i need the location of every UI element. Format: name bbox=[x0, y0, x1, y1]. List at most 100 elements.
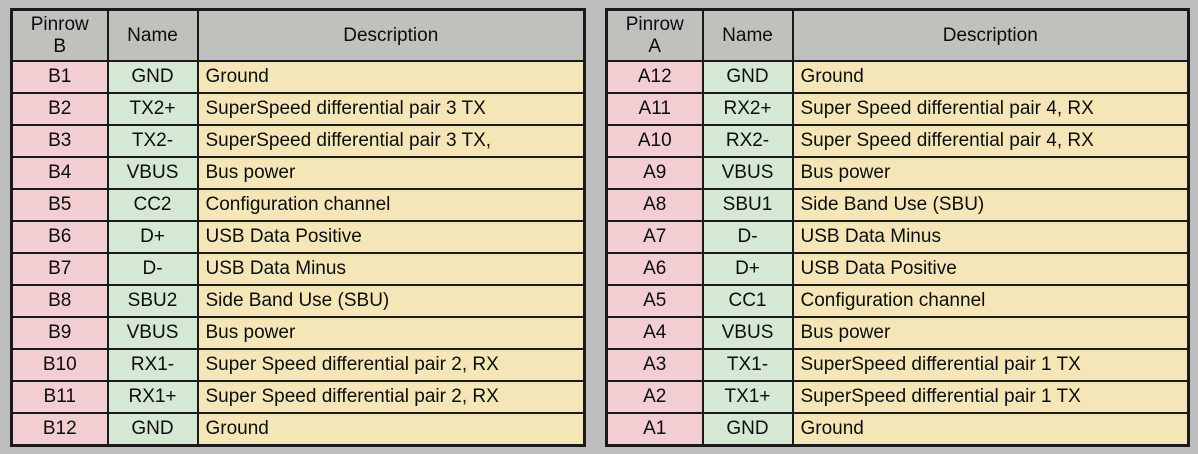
cell-description: Ground bbox=[791, 60, 1190, 94]
cell-description: USB Data Positive bbox=[791, 252, 1190, 286]
cell-pin: B3 bbox=[10, 124, 109, 158]
cell-description: Bus power bbox=[791, 156, 1190, 190]
cell-pin: B10 bbox=[10, 348, 109, 382]
cell-pin: B9 bbox=[10, 316, 109, 350]
cell-pin: A12 bbox=[605, 60, 704, 94]
cell-pin: A9 bbox=[605, 156, 704, 190]
column-header-name: Name bbox=[701, 8, 794, 62]
cell-name: CC1 bbox=[701, 284, 794, 318]
cell-pin: A6 bbox=[605, 252, 704, 286]
column-header-description: Description bbox=[196, 8, 586, 62]
cell-pin: B8 bbox=[10, 284, 109, 318]
cell-name: GND bbox=[106, 60, 199, 94]
pinrow-b-table-head: Pinrow B Name Description bbox=[10, 8, 586, 62]
cell-name: D- bbox=[106, 252, 199, 286]
cell-description: Bus power bbox=[196, 316, 586, 350]
cell-description: Configuration channel bbox=[196, 188, 586, 222]
cell-pin: A10 bbox=[605, 124, 704, 158]
cell-pin: A7 bbox=[605, 220, 704, 254]
cell-pin: A2 bbox=[605, 380, 704, 414]
cell-pin: B12 bbox=[10, 412, 109, 446]
cell-pin: A1 bbox=[605, 412, 704, 446]
cell-description: USB Data Minus bbox=[791, 220, 1190, 254]
cell-description: Super Speed differential pair 2, RX bbox=[196, 348, 586, 382]
table-header-row: Pinrow A Name Description bbox=[605, 8, 1190, 62]
cell-description: Super Speed differential pair 4, RX bbox=[791, 124, 1190, 158]
column-header-description: Description bbox=[791, 8, 1190, 62]
cell-name: D+ bbox=[701, 252, 794, 286]
cell-description: Super Speed differential pair 4, RX bbox=[791, 92, 1190, 126]
cell-pin: B1 bbox=[10, 60, 109, 94]
cell-name: VBUS bbox=[106, 156, 199, 190]
cell-pin: A3 bbox=[605, 348, 704, 382]
cell-description: Bus power bbox=[791, 316, 1190, 350]
cell-description: Side Band Use (SBU) bbox=[791, 188, 1190, 222]
cell-name: VBUS bbox=[701, 156, 794, 190]
cell-name: TX2+ bbox=[106, 92, 199, 126]
cell-pin: B5 bbox=[10, 188, 109, 222]
column-header-pinrow: Pinrow B bbox=[10, 8, 109, 62]
cell-pin: B11 bbox=[10, 380, 109, 414]
cell-pin: B4 bbox=[10, 156, 109, 190]
cell-name: GND bbox=[701, 412, 794, 446]
cell-pin: A11 bbox=[605, 92, 704, 126]
cell-pin: B7 bbox=[10, 252, 109, 286]
cell-description: USB Data Positive bbox=[196, 220, 586, 254]
cell-description: SuperSpeed differential pair 1 TX bbox=[791, 380, 1190, 414]
cell-description: SuperSpeed differential pair 3 TX, bbox=[196, 124, 586, 158]
cell-description: Ground bbox=[196, 412, 586, 446]
cell-name: TX2- bbox=[106, 124, 199, 158]
cell-description: Ground bbox=[791, 412, 1190, 446]
cell-name: RX2+ bbox=[701, 92, 794, 126]
cell-pin: A8 bbox=[605, 188, 704, 222]
cell-pin: B2 bbox=[10, 92, 109, 126]
cell-name: CC2 bbox=[106, 188, 199, 222]
cell-description: Super Speed differential pair 2, RX bbox=[196, 380, 586, 414]
cell-description: SuperSpeed differential pair 1 TX bbox=[791, 348, 1190, 382]
cell-description: Bus power bbox=[196, 156, 586, 190]
cell-name: RX1- bbox=[106, 348, 199, 382]
cell-name: TX1+ bbox=[701, 380, 794, 414]
cell-name: RX1+ bbox=[106, 380, 199, 414]
cell-description: USB Data Minus bbox=[196, 252, 586, 286]
column-header-pinrow-line2: B bbox=[53, 35, 67, 57]
column-header-pinrow-line1: Pinrow bbox=[30, 13, 89, 35]
cell-description: Configuration channel bbox=[791, 284, 1190, 318]
cell-name: SBU2 bbox=[106, 284, 199, 318]
column-header-name: Name bbox=[106, 8, 199, 62]
cell-name: GND bbox=[701, 60, 794, 94]
cell-description: Side Band Use (SBU) bbox=[196, 284, 586, 318]
cell-pin: B6 bbox=[10, 220, 109, 254]
column-header-pinrow-line1: Pinrow bbox=[625, 13, 684, 35]
cell-pin: A4 bbox=[605, 316, 704, 350]
cell-name: D+ bbox=[106, 220, 199, 254]
cell-name: SBU1 bbox=[701, 188, 794, 222]
cell-name: RX2- bbox=[701, 124, 794, 158]
table-header-row: Pinrow B Name Description bbox=[10, 8, 586, 62]
cell-name: VBUS bbox=[106, 316, 199, 350]
column-header-pinrow-line2: A bbox=[648, 35, 662, 57]
